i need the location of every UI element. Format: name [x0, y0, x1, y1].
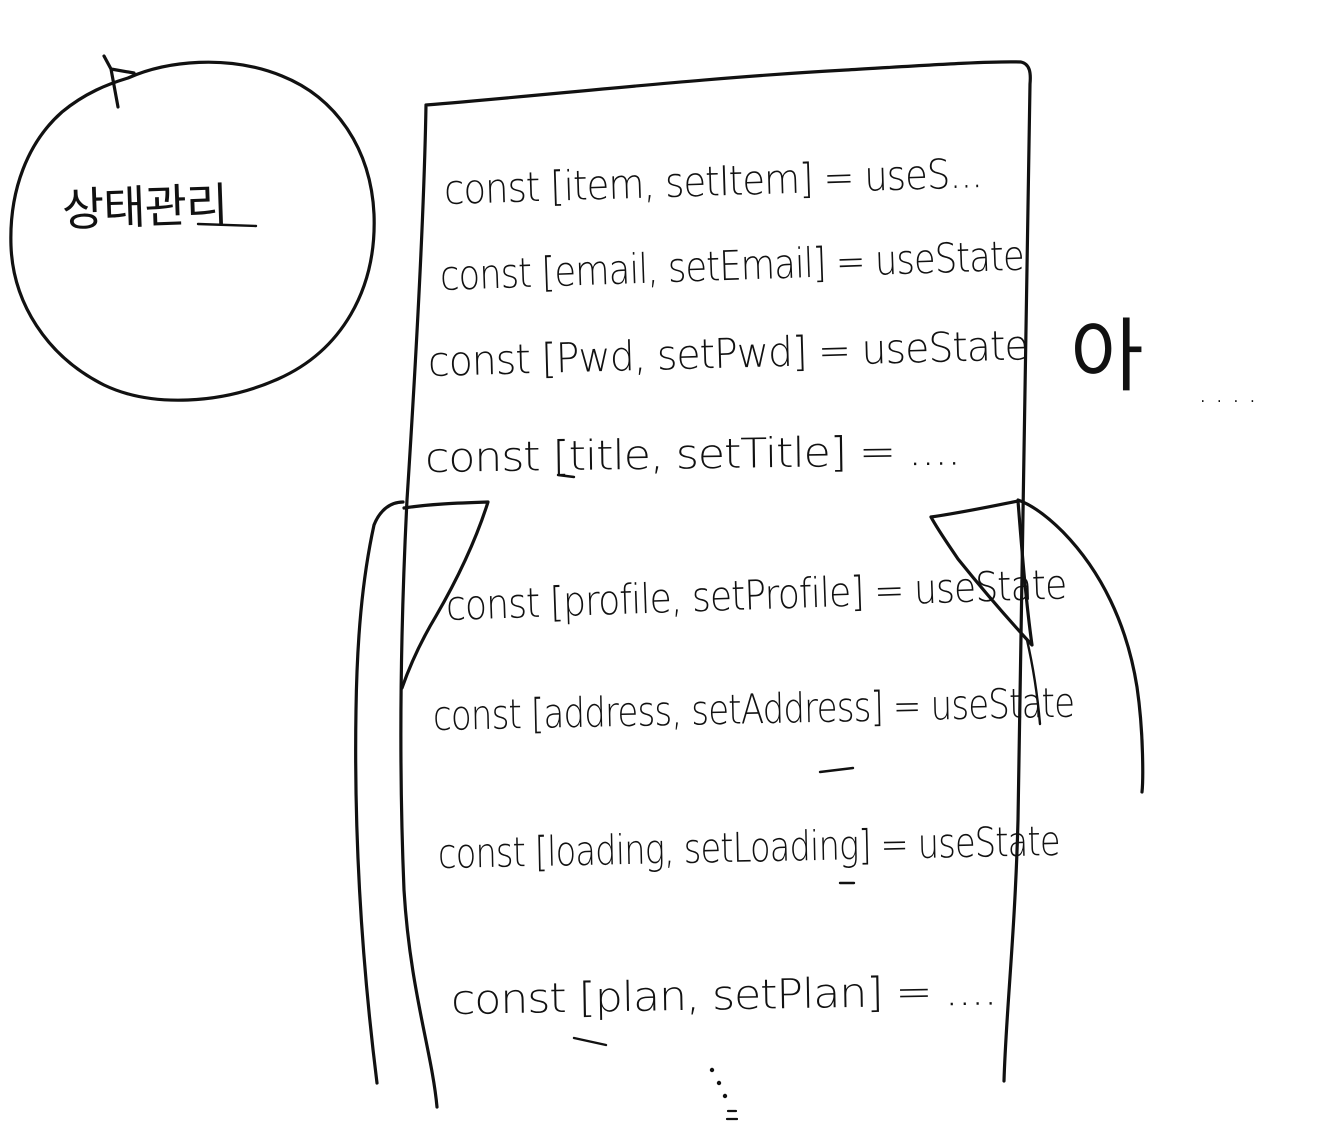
right-peel-inner-line	[1025, 638, 1042, 726]
code-line-plan: const [plan, setPlan] = ....	[450, 966, 997, 1024]
left-peel-outline	[354, 500, 405, 1085]
state-management-label: 상태관리	[61, 177, 229, 237]
trailing-dots: ....	[1198, 375, 1265, 410]
right-peel-fold	[929, 499, 1034, 647]
speech-bubble-outline	[9, 60, 376, 402]
code-line-title: const [title, setTitle] = ....	[424, 426, 961, 482]
side-syllable: 아	[1070, 310, 1144, 403]
continuation-dots	[709, 1067, 738, 1121]
bubble-label-underline	[196, 222, 258, 228]
right-peel-outline	[1016, 498, 1145, 794]
left-peel-fold	[400, 500, 490, 690]
code-panel-outline	[399, 60, 1032, 1109]
speech-bubble-tail	[102, 54, 136, 109]
code-bracket-marks	[556, 473, 856, 1047]
